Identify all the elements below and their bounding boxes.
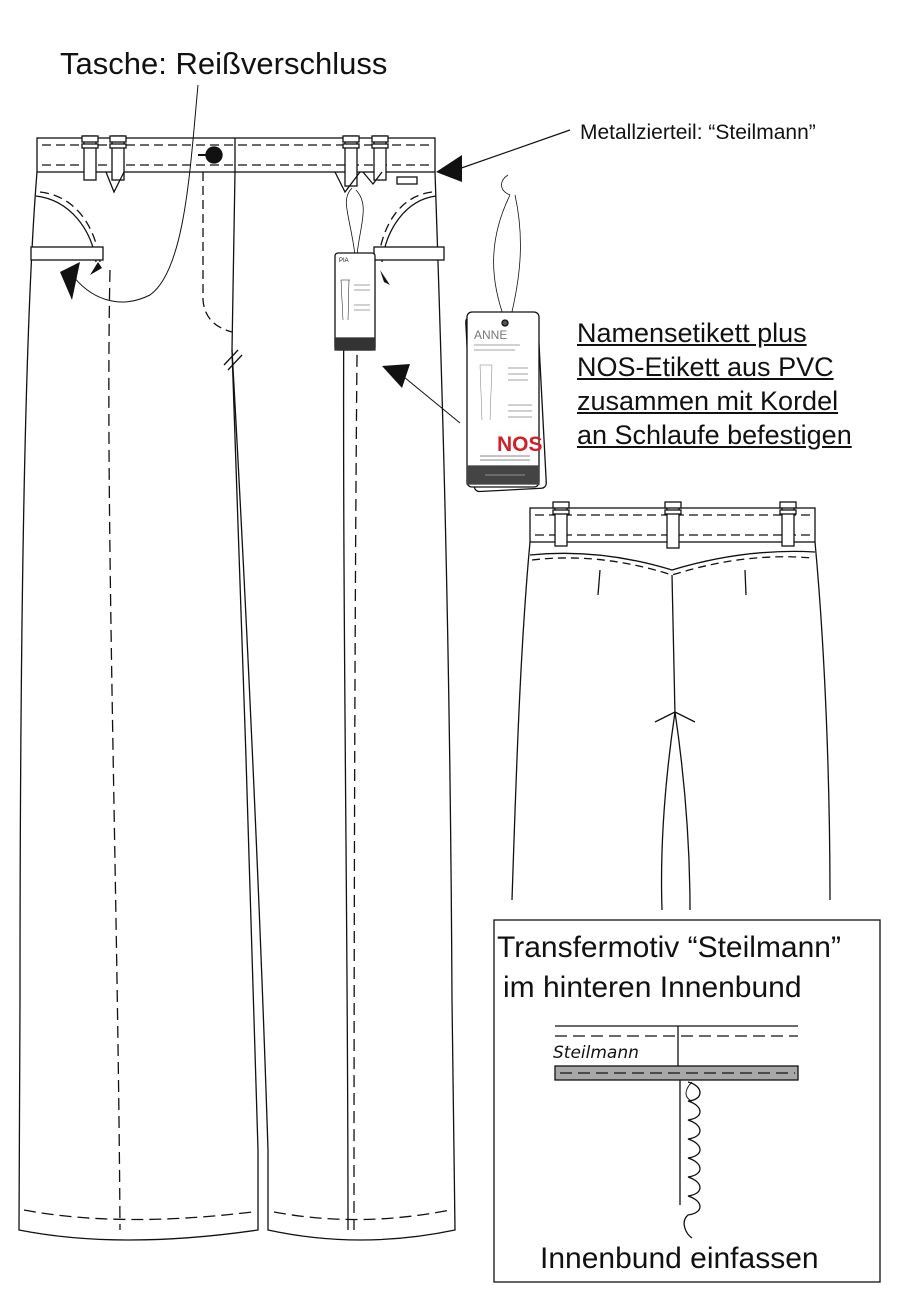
back-view	[511, 501, 831, 911]
inner-band-label: Innenbund einfassen	[540, 1242, 819, 1275]
large-tag-name: ANNE	[474, 328, 507, 342]
front-waistband	[36, 137, 436, 173]
hang-tag-note-line: zusammen mit Kordel	[577, 386, 839, 416]
hang-tag-note-line: NOS-Etikett aus PVC	[577, 352, 834, 382]
metal-ornament-label: Metallzierteil: “Steilmann”	[580, 121, 816, 144]
hang-tag-note: Namensetikett plus NOS-Etikett aus PVC z…	[577, 316, 852, 452]
detail-box	[493, 919, 881, 1283]
inner-band-detail: Steilmann	[553, 1025, 799, 1239]
waistband-button	[205, 146, 223, 164]
transfer-motif-label: Transfermotiv “Steilmann” im hinteren In…	[497, 928, 841, 1008]
hang-tag-note-line: Namensetikett plus	[577, 318, 807, 348]
detail-brand-text: Steilmann	[553, 1043, 639, 1063]
hang-tag-note-line: an Schlaufe befestigen	[577, 420, 852, 450]
front-belt-loops	[81, 135, 389, 187]
transfer-motif-line: Transfermotiv “Steilmann”	[497, 931, 841, 964]
front-left-leg	[18, 171, 259, 1241]
transfer-motif-line: im hinteren Innenbund	[503, 971, 802, 1004]
metal-ornament	[396, 176, 418, 185]
large-hang-tag: ANNE NOS	[465, 174, 547, 493]
small-hang-tag: PIA	[334, 252, 376, 351]
front-right-leg	[231, 171, 456, 1241]
small-tag-name: PIA	[339, 258, 349, 264]
front-view: PIA	[18, 84, 571, 1241]
nos-mark: NOS	[497, 433, 543, 456]
pocket-zipper-label: Tasche: Reißverschluss	[60, 46, 388, 81]
back-belt-loops	[552, 501, 797, 549]
